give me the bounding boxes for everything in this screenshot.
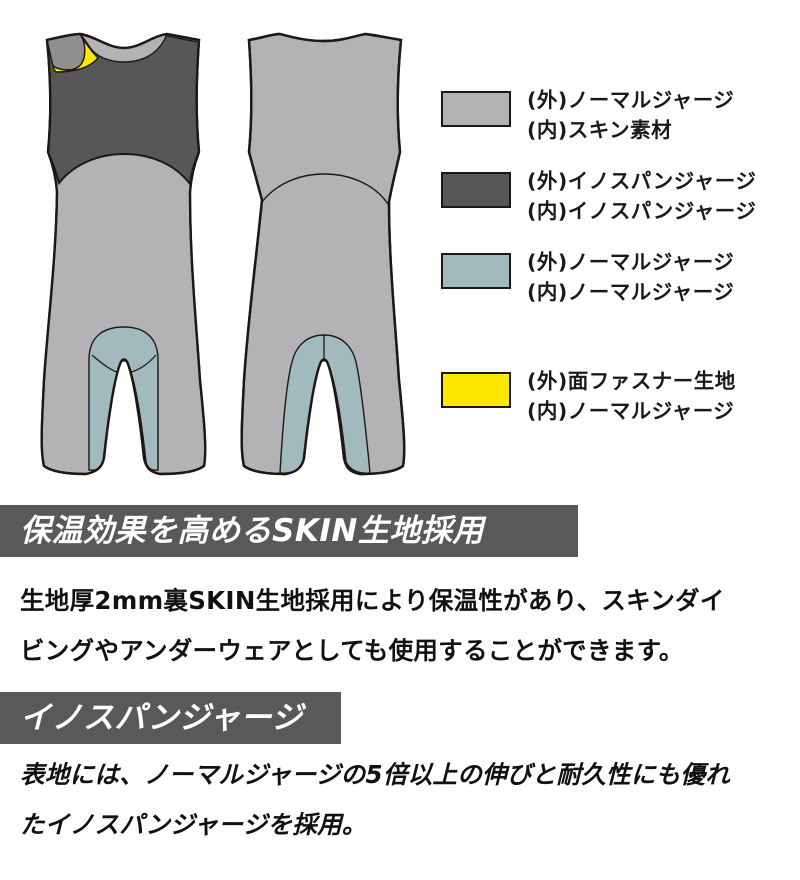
back-wetsuit — [240, 32, 406, 476]
legend-item-skin: (外)ノーマルジャージ (内)スキン素材 — [441, 88, 796, 151]
legend-outer-text: (外)ノーマルジャージ — [527, 250, 735, 274]
legend-label: (外)ノーマルジャージ (内)ノーマルジャージ — [527, 247, 734, 307]
front-gusset-seam — [91, 354, 157, 373]
legend-label: (外)面ファスナー生地 (内)ノーマルジャージ — [527, 366, 736, 426]
body-line: ビングやアンダーウェアとしても使用することができます。 — [20, 636, 684, 665]
legend-outer-text: (外)ノーマルジャージ — [527, 88, 735, 112]
legend-item-velcro: (外)面ファスナー生地 (内)ノーマルジャージ — [441, 369, 796, 432]
back-yoke-seam — [261, 173, 389, 205]
section-heading-inospan: イノスパンジャージ — [0, 692, 341, 744]
wetsuit-illustration — [0, 0, 430, 490]
body-line: たイノスパンジャージを採用。 — [20, 810, 367, 839]
legend-outer-text: (外)イノスパンジャージ — [527, 169, 757, 193]
back-body-panel — [240, 32, 406, 476]
section-heading-skin: 保温効果を高めるSKIN生地採用 — [0, 505, 578, 557]
legend-inner-text: (内)ノーマルジャージ — [527, 399, 735, 423]
body-line: 表地には、ノーマルジャージの5倍以上の伸びと耐久性にも優れ — [20, 760, 731, 789]
legend-item-inospan: (外)イノスパンジャージ (内)イノスパンジャージ — [441, 169, 796, 232]
legend-inner-text: (内)イノスパンジャージ — [527, 199, 757, 223]
legend-inner-text: (内)ノーマルジャージ — [527, 280, 735, 304]
legend-item-normal-jersey: (外)ノーマルジャージ (内)ノーマルジャージ — [441, 250, 796, 313]
legend-swatch-blue-gray — [441, 253, 511, 289]
legend-inner-text: (内)スキン素材 — [527, 118, 673, 142]
front-wetsuit — [40, 32, 207, 476]
front-velcro-patch — [51, 33, 99, 73]
body-line: 生地厚2mm裏SKIN生地採用により保温性があり、スキンダイ — [20, 586, 725, 615]
legend-label: (外)ノーマルジャージ (内)スキン素材 — [527, 85, 734, 145]
front-shoulder-seam — [166, 35, 198, 43]
front-crotch-panel — [88, 326, 159, 471]
legend-swatch-light-gray — [441, 91, 511, 127]
legend-swatch-dark-gray — [441, 172, 511, 208]
legend-outer-text: (外)面ファスナー生地 — [527, 369, 736, 393]
section-body-skin: 生地厚2mm裏SKIN生地採用により保温性があり、スキンダイ ビングやアンダーウ… — [20, 576, 725, 676]
legend-label: (外)イノスパンジャージ (内)イノスパンジャージ — [527, 166, 756, 226]
legend-swatch-yellow — [441, 372, 511, 408]
section-body-inospan: 表地には、ノーマルジャージの5倍以上の伸びと耐久性にも優れ たイノスパンジャージ… — [20, 750, 730, 850]
